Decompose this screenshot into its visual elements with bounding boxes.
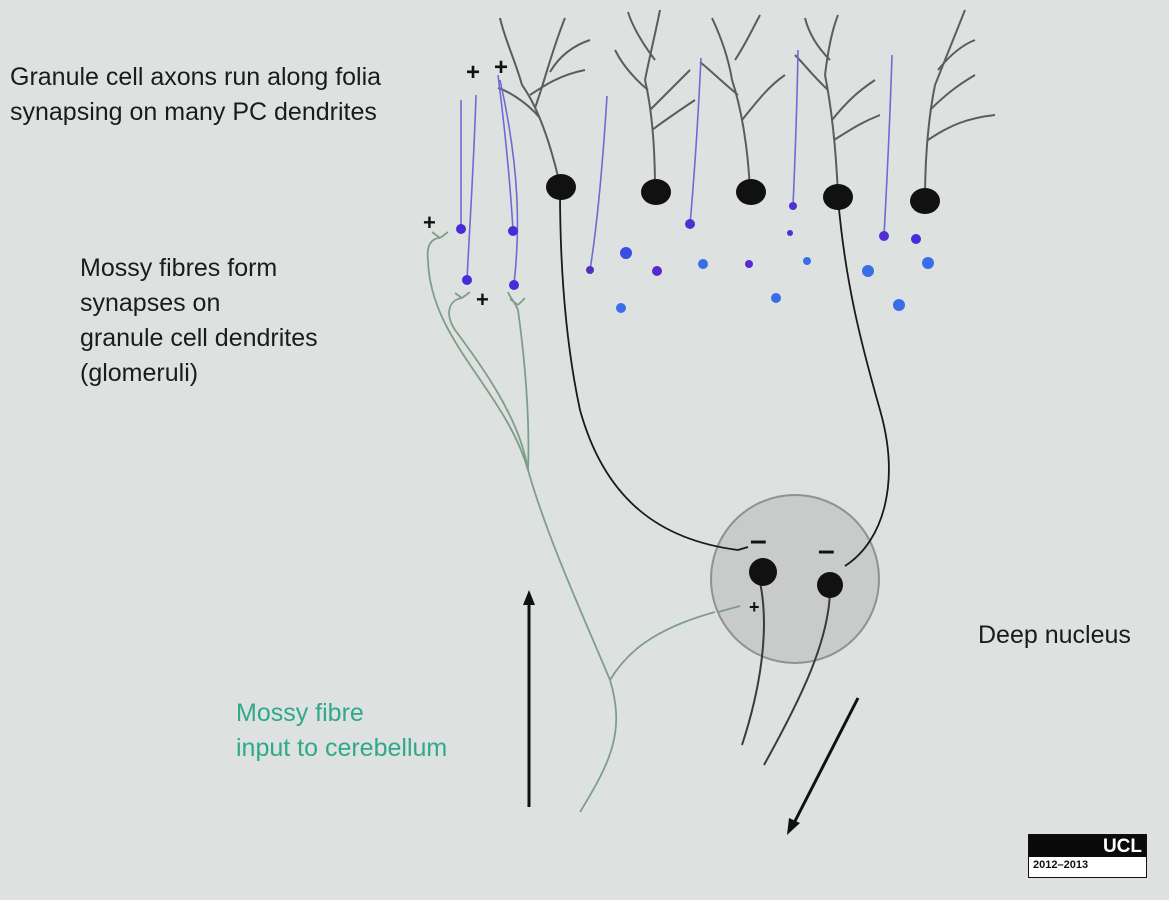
- plus-sign: +: [494, 54, 508, 81]
- purkinje-cell-bodies: [546, 174, 940, 214]
- minus-sign: –: [750, 524, 767, 557]
- granule-label-line1: Granule cell axons run along folia: [10, 63, 382, 91]
- minus-sign: –: [818, 534, 835, 567]
- plus-sign: +: [423, 210, 436, 235]
- granule-label-line2: synapsing on many PC dendrites: [10, 98, 377, 126]
- mossy-input-label: Mossy fibre input to cerebellum: [236, 696, 447, 766]
- plus-sign: +: [476, 287, 489, 312]
- logo-years: 2012–2013: [1033, 859, 1089, 871]
- synapse-signs: + + + + + – –: [423, 54, 835, 617]
- logo-name: UCL: [1102, 836, 1142, 857]
- input-label-line1: Mossy fibre: [236, 699, 364, 727]
- input-label-line2: input to cerebellum: [236, 734, 448, 762]
- arrow-down-left-icon: [787, 697, 860, 835]
- granule-cells: [456, 202, 934, 313]
- mossy-label-line3: granule cell dendrites: [80, 324, 318, 352]
- plus-sign: +: [749, 597, 760, 617]
- arrow-up-icon: [523, 590, 535, 807]
- mossy-label-line2: synapses on: [80, 289, 221, 317]
- ucl-logo: UCL 2012–2013: [1028, 834, 1147, 878]
- mossy-fibres: [426, 231, 741, 813]
- nucleus-output-axons: [741, 581, 831, 766]
- deep-nucleus-circle: [710, 494, 880, 664]
- purkinje-dendrites: [497, 9, 996, 201]
- plus-sign: +: [466, 59, 480, 86]
- mossy-synapse-label: Mossy fibres form synapses on granule ce…: [80, 251, 318, 391]
- mossy-label-line1: Mossy fibres form: [80, 254, 278, 282]
- mossy-label-line4: (glomeruli): [80, 359, 199, 387]
- logo-bar: [1029, 835, 1146, 857]
- deep-nucleus-label: Deep nucleus: [978, 621, 1131, 649]
- granule-axons: [460, 49, 893, 285]
- purkinje-axons: [559, 189, 890, 567]
- granule-axon-label: Granule cell axons run along folia synap…: [10, 60, 381, 130]
- deep-nucleus-cells: [749, 558, 843, 598]
